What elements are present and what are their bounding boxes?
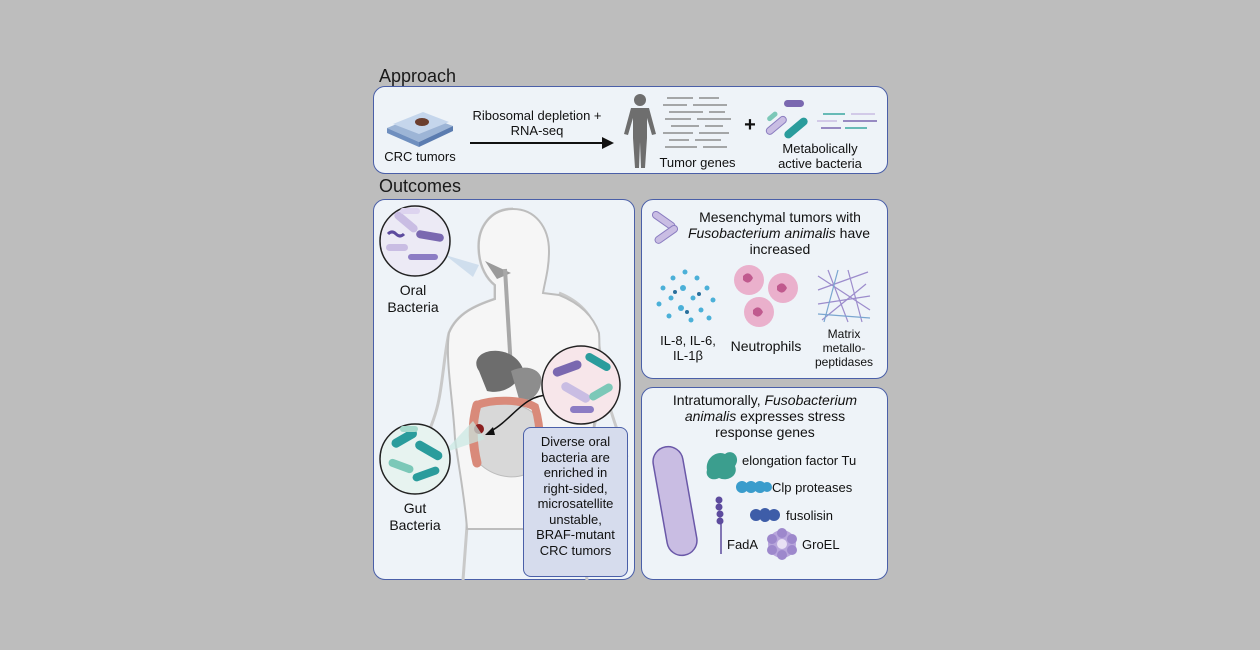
elongation-factor-icon xyxy=(706,452,738,480)
matrix-label-line2: metallo- xyxy=(822,341,866,355)
callout-line: bacteria are xyxy=(541,449,610,465)
fusolisin-icon xyxy=(750,508,780,522)
callout-line: Diverse oral xyxy=(540,434,611,449)
mixed-bacteria-circle-icon xyxy=(541,345,621,425)
callout-line: microsatellite xyxy=(537,496,614,511)
callout-line: right-sided, xyxy=(543,480,608,496)
rnaseq-arrow xyxy=(470,137,614,149)
oral-bacteria-label-line1: Oral xyxy=(399,282,427,298)
fusobacterium-name: Fusobacterium animalis xyxy=(687,225,836,241)
fusolisin-label: fusolisin xyxy=(786,508,833,523)
oral-bacteria-circle-icon xyxy=(379,205,451,277)
gene-lines-icon xyxy=(663,97,731,148)
neutrophils-label: Neutrophils xyxy=(730,338,802,354)
mesenchymal-line2-rest: have xyxy=(835,225,871,241)
human-silhouette-icon xyxy=(624,94,656,168)
stress-line1: Intratumorally, Fusobacterium xyxy=(648,392,882,408)
clp-proteases-icon xyxy=(736,481,772,493)
arrow-label-line1: Ribosomal depletion + xyxy=(472,108,602,123)
callout-line: BRAF-mutant xyxy=(536,527,615,542)
plus-sign: + xyxy=(744,114,756,136)
bacteria-label-line1: Metabolically xyxy=(782,141,858,156)
stress-line2-italic: animalis xyxy=(684,408,737,424)
matrix-label-line1: Matrix xyxy=(827,327,861,341)
gut-bacteria-label-line1: Gut xyxy=(403,500,427,516)
arrow-label-line2: RNA-seq xyxy=(510,123,564,138)
active-bacteria-icon xyxy=(765,100,808,139)
crc-tumor-slide-icon xyxy=(387,112,453,147)
tumor-genes-label: Tumor genes xyxy=(659,155,736,170)
oral-bacteria-label-line2: Bacteria xyxy=(387,299,439,315)
fada-label: FadA xyxy=(727,537,759,552)
groel-icon xyxy=(767,528,797,560)
fusobacterium-icon xyxy=(651,210,679,244)
callout-line: enriched in xyxy=(543,465,608,480)
matrix-label-line3: peptidases xyxy=(814,355,874,369)
cytokine-dots-icon xyxy=(656,269,716,323)
stress-line3: response genes xyxy=(715,424,815,440)
neutrophils-icon xyxy=(734,265,798,327)
callout-line: CRC tumors xyxy=(539,542,612,558)
clp-proteases-label: Clp proteases xyxy=(772,480,853,495)
crc-tumors-label: CRC tumors xyxy=(384,149,456,164)
large-bacterium-icon xyxy=(652,445,698,557)
fada-icon xyxy=(715,496,724,554)
mesenchymal-line3: increased xyxy=(749,241,811,257)
bacteria-gene-lines-icon xyxy=(817,113,877,129)
callout-line: unstable, xyxy=(549,511,602,527)
outcomes-heading: Outcomes xyxy=(379,176,462,196)
gut-bacteria-circle-icon xyxy=(379,423,451,495)
findings-callout: Diverse oral bacteria are enriched in ri… xyxy=(523,427,628,577)
gut-bacteria-label-line2: Bacteria xyxy=(389,517,441,533)
bacteria-label-line2: active bacteria xyxy=(778,156,862,171)
mesenchymal-line1: Mesenchymal tumors with xyxy=(699,209,861,225)
matrix-fibers-icon xyxy=(817,269,871,323)
elongation-factor-label: elongation factor Tu xyxy=(742,453,857,468)
stress-line1-plain: Intratumorally, xyxy=(672,392,765,408)
stress-line2: animalis expresses stress xyxy=(648,408,882,424)
groel-label: GroEL xyxy=(802,537,840,552)
approach-heading: Approach xyxy=(379,66,457,86)
mesenchymal-line2: Fusobacterium animalis have xyxy=(670,225,888,241)
stress-line1-italic: Fusobacterium xyxy=(764,392,858,408)
il-label-line1: IL-8, IL-6, xyxy=(660,333,716,348)
stress-line2-rest: expresses stress xyxy=(736,408,846,424)
il-label-line2: IL-1β xyxy=(673,348,703,363)
